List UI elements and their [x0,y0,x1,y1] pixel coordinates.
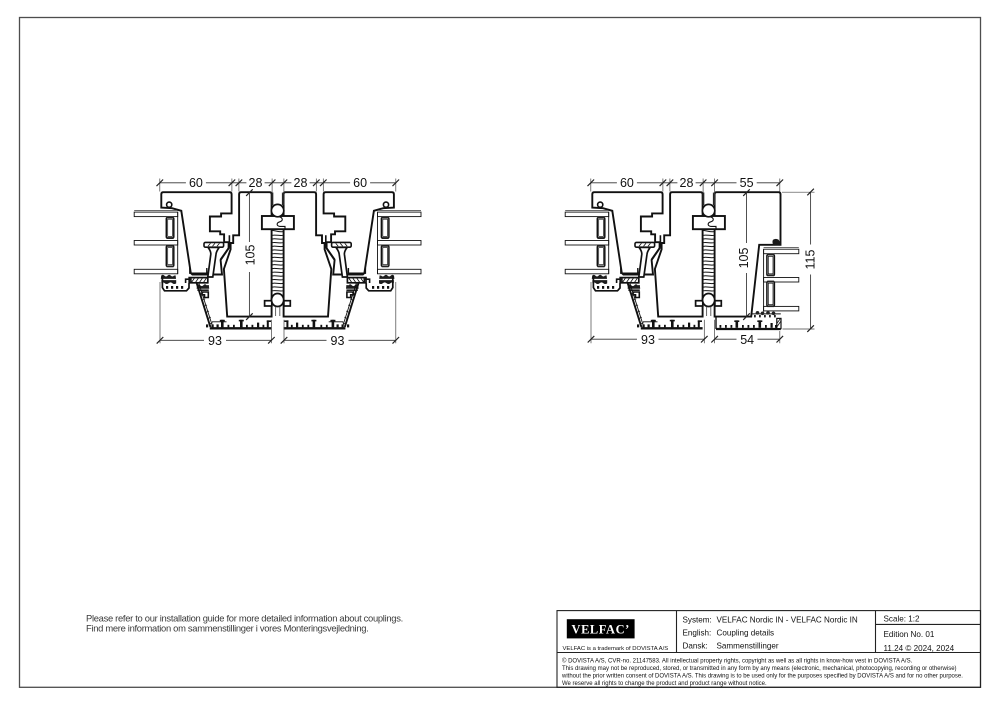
svg-text:93: 93 [208,334,222,348]
svg-text:115: 115 [804,249,818,269]
svg-text:Coupling details: Coupling details [717,628,775,637]
svg-text:105: 105 [737,248,751,269]
svg-text:Scale: 1:2: Scale: 1:2 [884,614,920,623]
svg-text:VELFAC’: VELFAC’ [572,623,630,637]
svg-text:Edition No. 01: Edition No. 01 [884,630,935,639]
svg-text:105: 105 [243,245,257,266]
svg-text:28: 28 [294,176,308,190]
svg-text:This drawing may not be reprod: This drawing may not be reproduced, stor… [562,666,957,672]
svg-text:System:: System: [683,616,712,625]
svg-text:Sammenstillinger: Sammenstillinger [717,642,779,651]
svg-text:VELFAC is a trademark of DOVIS: VELFAC is a trademark of DOVISTA A/S [563,646,669,652]
svg-text:Please refer to our installati: Please refer to our installation guide f… [86,612,403,623]
svg-text:Dansk:: Dansk: [683,642,708,651]
svg-text:28: 28 [680,176,694,190]
svg-text:English:: English: [683,628,712,637]
svg-text:We reserve all rights to chang: We reserve all rights to change the prod… [562,681,767,687]
svg-text:93: 93 [331,334,345,348]
svg-text:without the prior written cons: without the prior written consent of DOV… [561,674,963,680]
svg-text:55: 55 [740,176,754,190]
svg-text:Find mere information om samme: Find mere information om sammenstillinge… [86,623,368,634]
svg-text:© DOVISTA A/S, CVR-no. 2114758: © DOVISTA A/S, CVR-no. 21147583. All int… [562,658,913,665]
svg-text:60: 60 [353,176,367,190]
svg-text:28: 28 [249,176,263,190]
svg-text:VELFAC Nordic IN - VELFAC Nord: VELFAC Nordic IN - VELFAC Nordic IN [717,616,858,625]
svg-text:54: 54 [740,333,754,347]
svg-text:60: 60 [189,176,203,190]
svg-text:11.24 © 2024, 2024: 11.24 © 2024, 2024 [884,644,955,653]
svg-text:60: 60 [620,176,634,190]
svg-text:93: 93 [641,333,655,347]
